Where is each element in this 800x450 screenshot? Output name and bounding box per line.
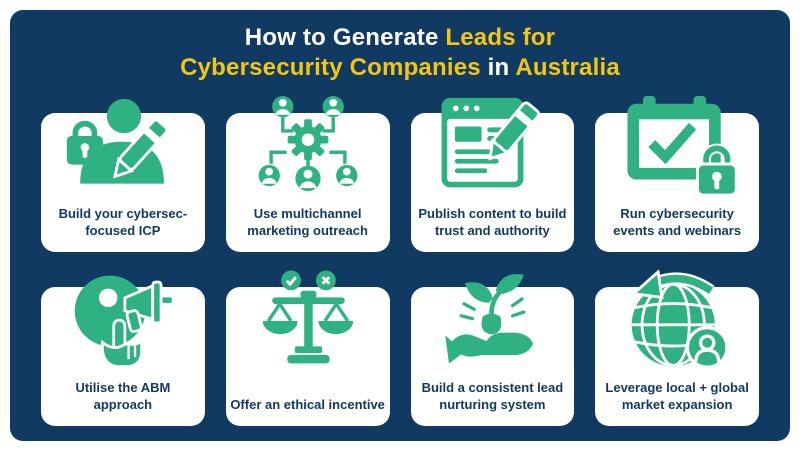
card-label: Utilise the ABM approach [75, 380, 171, 412]
card-label: Offer an ethical incentive [230, 397, 385, 412]
card-multichannel: Use multichannel marketing outreach [225, 96, 390, 252]
card-lead-nurturing: Build a consistent lead nurturing system [410, 274, 575, 426]
card-grid: Build your cybersec-focused ICP [41, 96, 759, 426]
card-label: Build your cybersec-focused ICP [58, 206, 188, 238]
infographic-panel: How to Generate Leads for Cybersecurity … [10, 10, 790, 441]
card-events-webinars: Run cybersecurity events and webinars [595, 96, 759, 252]
person-megaphone-pointer-icon [67, 270, 178, 374]
title-line-1: How to Generate Leads for [244, 24, 556, 51]
document-pencil-icon [430, 96, 554, 196]
card-ethical-incentive: Offer an ethical incentive [225, 270, 390, 426]
page-title: How to Generate Leads for Cybersecurity … [10, 10, 790, 83]
card-label: Publish content to build trust and autho… [418, 206, 567, 238]
card-abm-approach: Utilise the ABM approach [41, 275, 205, 426]
card-build-icp: Build your cybersec-focused ICP [41, 98, 205, 252]
card-label: Leverage local + global market expansion [605, 380, 749, 412]
balance-scale-check-x-icon [251, 270, 364, 369]
person-lock-pencil-icon [61, 96, 185, 196]
hand-sprout-icon [436, 270, 548, 371]
card-publish-content: Publish content to build trust and autho… [410, 97, 575, 252]
title-line-2: Cybersecurity Companies in Australia [180, 54, 620, 81]
card-label: Run cybersecurity events and webinars [613, 206, 742, 238]
globe-arrow-person-icon [619, 270, 736, 372]
card-label: Build a consistent lead nurturing system [421, 380, 564, 412]
calendar-check-lock-icon [614, 96, 740, 198]
card-label: Use multichannel marketing outreach [247, 206, 368, 238]
card-global-expansion: Leverage local + global market expansion [595, 270, 759, 426]
multichannel-network-icon [249, 96, 365, 193]
